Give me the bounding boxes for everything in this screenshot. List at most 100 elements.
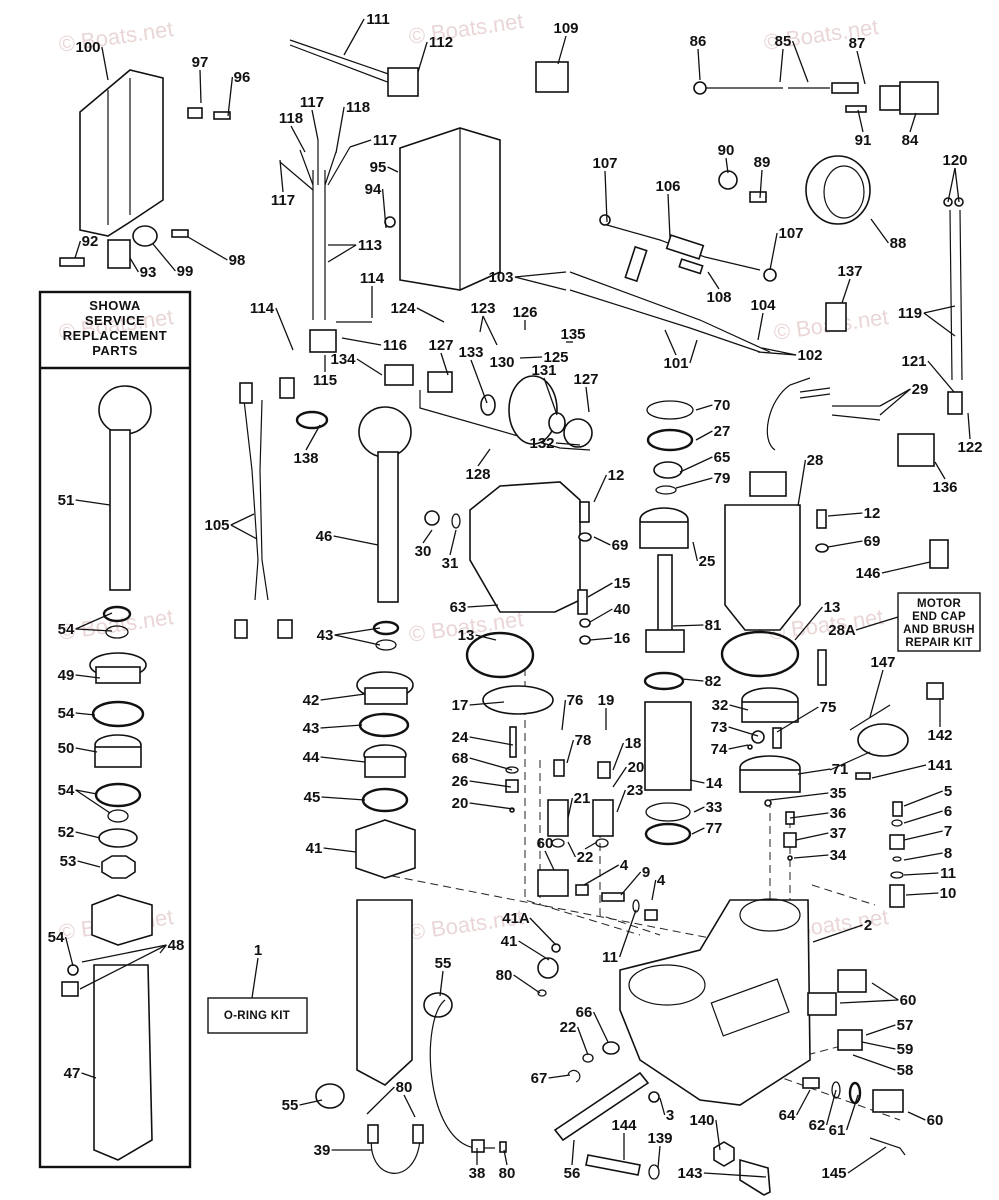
part-screw-75 — [772, 727, 782, 749]
leader-line — [769, 232, 778, 271]
leader-line — [482, 315, 498, 346]
callout-95: 95 — [370, 159, 399, 176]
part-screw-12b — [816, 509, 827, 529]
callout-43: 43 — [303, 720, 363, 737]
callout-label: 27 — [714, 423, 731, 440]
callout-label: 54 — [58, 621, 75, 638]
leader-line — [529, 917, 557, 946]
leader-line — [845, 1094, 859, 1131]
leader-line — [852, 1054, 896, 1071]
part-oring-13a — [465, 631, 535, 679]
part-fitting-38 — [471, 1139, 485, 1153]
part-fitting-39a — [367, 1124, 379, 1144]
callout-label: 97 — [192, 54, 209, 71]
leader-line — [320, 724, 363, 729]
leader-line — [469, 802, 514, 810]
callout-label: 54 — [58, 782, 75, 799]
callout-label: 69 — [612, 537, 629, 554]
part-screw-98 — [171, 229, 189, 238]
callout-label: 28 — [807, 452, 824, 469]
callout-109: 109 — [553, 20, 579, 65]
leader-line — [847, 1146, 887, 1174]
callout-label: 138 — [293, 450, 318, 467]
part-lug-105a — [239, 382, 253, 404]
callout-label: 31 — [442, 555, 459, 572]
part-washer-52 — [98, 828, 138, 848]
callout-41: 41 — [306, 840, 357, 857]
callout-14: 14 — [689, 775, 723, 792]
part-bolt-144 — [585, 1154, 641, 1176]
part-plate-17 — [482, 685, 554, 715]
leader-line — [664, 329, 677, 356]
oring-kit-box: O-RING KIT — [207, 997, 308, 1034]
leader-line — [571, 1139, 575, 1166]
part-washer-54f — [67, 964, 79, 976]
callout-62: 62 — [809, 1089, 837, 1134]
callout-label: 137 — [837, 263, 862, 280]
callout-4: 4 — [651, 872, 666, 901]
callout-label: 98 — [229, 252, 246, 269]
callout-147: 147 — [869, 654, 896, 718]
callout-68: 68 — [452, 750, 513, 771]
callout-107: 107 — [592, 155, 618, 223]
callout-70: 70 — [695, 397, 730, 414]
part-oring-31 — [451, 513, 461, 529]
callout-label: 123 — [470, 300, 495, 317]
part-oring-45 — [361, 787, 409, 813]
callout-label: 86 — [690, 33, 707, 50]
callout-29: 29 — [879, 381, 928, 416]
callout-label: 134 — [330, 351, 356, 368]
leader-line — [290, 125, 306, 153]
callout-128: 128 — [465, 448, 491, 483]
part-washer-41a — [551, 943, 561, 953]
leader-line — [797, 768, 831, 775]
callout-label: 76 — [567, 692, 584, 709]
callout-146: 146 — [855, 561, 931, 582]
callout-label: 12 — [864, 505, 881, 522]
callout-134: 134 — [330, 351, 383, 376]
part-plug-60c — [872, 1089, 904, 1113]
leader-line — [903, 790, 943, 807]
leader-line — [341, 337, 382, 346]
callout-label: 8 — [944, 845, 952, 862]
part-switch-147 — [857, 723, 909, 757]
callout-5: 5 — [903, 783, 952, 807]
leader-line — [585, 386, 590, 413]
callout-127: 127 — [573, 371, 599, 413]
callout-label: 20 — [452, 795, 469, 812]
callout-13: 13 — [794, 599, 840, 641]
callout-label: 80 — [499, 1165, 516, 1182]
part-sender-84 — [899, 81, 939, 115]
callout-126: 126 — [512, 304, 538, 330]
callout-133: 133 — [458, 344, 488, 404]
leader-line — [795, 832, 829, 841]
leader-line — [794, 606, 823, 641]
oring-kit-label: O-RING KIT — [224, 1010, 290, 1022]
callout-1: 1 — [251, 942, 262, 999]
callout-label: 11 — [602, 949, 618, 966]
callout-69: 69 — [593, 536, 629, 554]
leader-line — [469, 736, 514, 746]
part-rod-81 — [657, 554, 673, 636]
part-oring-54d — [94, 782, 142, 808]
part-fitting-39b — [412, 1124, 424, 1144]
leader-line — [879, 388, 911, 416]
callout-label: 60 — [927, 1112, 944, 1129]
callout-120: 120 — [942, 152, 968, 203]
leader-line — [417, 41, 428, 73]
callout-33: 33 — [693, 799, 722, 816]
leader-line — [327, 244, 357, 263]
part-eyelet-107 — [763, 268, 777, 282]
leader-line — [903, 810, 943, 824]
callout-label: 24 — [452, 729, 469, 746]
motor-kit-line-4: REPAIR KIT — [905, 637, 972, 649]
leader-line — [544, 850, 555, 871]
callout-label: 143 — [677, 1165, 702, 1182]
callout-label: 102 — [797, 347, 822, 364]
leader-line — [79, 944, 167, 990]
callout-3: 3 — [659, 1097, 674, 1124]
part-oring-79 — [655, 485, 677, 495]
part-valve-57 — [837, 1029, 863, 1051]
leader-line — [152, 243, 176, 272]
callout-53: 53 — [60, 853, 101, 870]
